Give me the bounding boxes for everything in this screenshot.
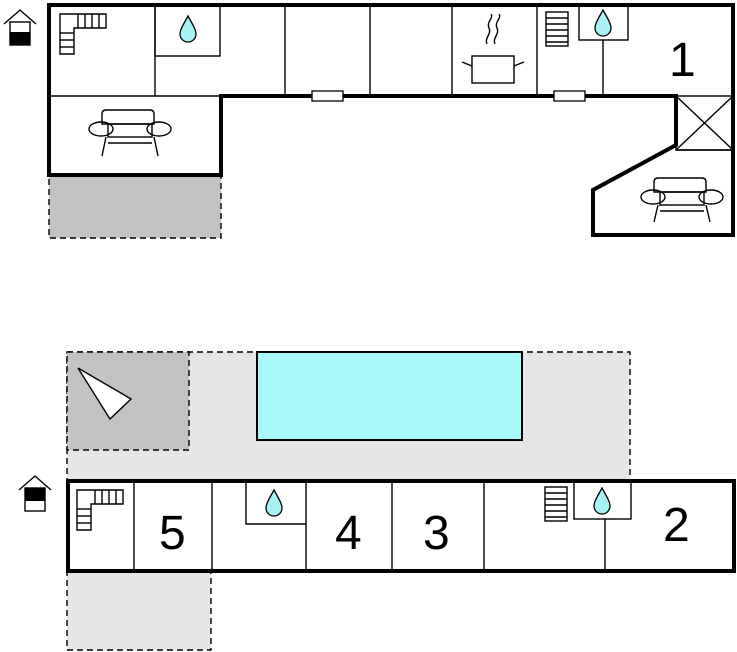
water-drop-icon: [594, 8, 612, 37]
stairs-icon: [545, 11, 569, 47]
window: [553, 90, 586, 102]
unit-label-1: 1: [669, 34, 696, 87]
window: [311, 90, 344, 102]
fireplace-icon: [675, 95, 734, 151]
sofa-icon: [640, 177, 724, 223]
bathroom-lower-right: [573, 480, 632, 520]
upper-building: 1: [3, 3, 735, 239]
bathroom-upper-right: [578, 4, 629, 41]
bathroom-lower-left: [245, 481, 306, 525]
water-drop-icon: [265, 488, 283, 517]
cooking-pot-icon: [461, 13, 525, 84]
lower-building-outline: [66, 479, 736, 573]
water-drop-icon: [593, 486, 611, 515]
stairs-icon: [76, 489, 124, 531]
unit-label-5: 5: [159, 507, 186, 560]
sofa-icon: [88, 109, 172, 157]
sunbed-icon: [77, 367, 133, 421]
house-entrance-icon: [3, 9, 37, 46]
lower-building: 5 4 3 2: [18, 475, 736, 651]
lower-terrace: [66, 571, 212, 651]
stairs-icon: [59, 13, 107, 55]
stairs-icon: [544, 486, 568, 522]
covered-terrace-upper: [48, 174, 222, 239]
bathroom-upper-left: [154, 4, 221, 57]
swimming-pool: [256, 351, 523, 441]
unit-label-4: 4: [335, 507, 362, 560]
house-entrance-icon: [18, 475, 52, 512]
water-drop-icon: [179, 14, 197, 43]
pool-terrace-area: [66, 351, 631, 481]
unit-label-3: 3: [423, 507, 450, 560]
unit-label-2: 2: [663, 499, 690, 552]
